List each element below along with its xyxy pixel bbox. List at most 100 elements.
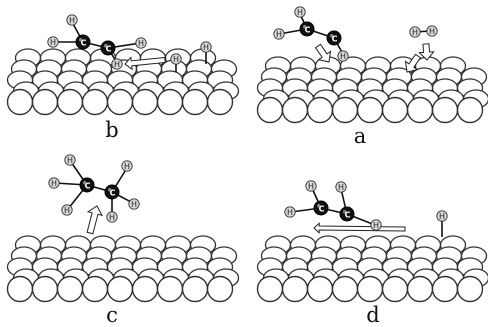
hydrogen-atom: H: [111, 58, 123, 70]
hydrogen-atom: H: [170, 53, 182, 65]
surface-atom: [156, 275, 184, 303]
panel-c: H H H H H H C C: [6, 154, 240, 303]
surface-atom: [31, 275, 59, 303]
hydrogen-symbol: H: [203, 43, 209, 52]
hydrogen-atom: H: [47, 36, 59, 48]
motion-arrow: [313, 222, 406, 235]
surface-atom: [456, 96, 484, 124]
surface-atom: [306, 96, 334, 124]
hydrogen-symbol: H: [439, 212, 445, 221]
surface-atom: [181, 88, 209, 116]
carbon-atom: C: [313, 200, 329, 216]
surface-atom: [356, 275, 384, 303]
hydrogen-atom: H: [273, 28, 285, 40]
hydrogen-symbol: H: [297, 8, 303, 17]
hydrogen-symbol: H: [338, 183, 344, 192]
motion-arrow: [418, 43, 435, 61]
carbon-symbol: C: [332, 35, 338, 44]
carbon-symbol: C: [85, 182, 91, 191]
surface-atom: [281, 275, 309, 303]
motion-arrow: [124, 56, 166, 71]
hydrogen-symbol: H: [276, 30, 282, 39]
metal-surface: [256, 56, 488, 124]
motion-arrow: [314, 43, 332, 63]
surface-atom: [81, 275, 109, 303]
hydrogen-atom: H: [128, 198, 140, 210]
hydrogen-symbol: H: [412, 28, 418, 37]
surface-atom: [206, 275, 234, 303]
surface-atom: [381, 96, 409, 124]
hydrogen-atom: H: [66, 14, 78, 26]
carbon-symbol: C: [106, 45, 112, 54]
hydrogen-symbol: H: [173, 55, 179, 64]
motion-arrow: [86, 205, 103, 235]
hydrogen-atom: H: [436, 210, 448, 222]
carbon-atom: C: [339, 206, 355, 222]
surface-atom: [131, 88, 159, 116]
metal-surface: [256, 235, 488, 303]
surface-atom: [131, 275, 159, 303]
hydrogen-atom: H: [135, 37, 147, 49]
surface-atom: [6, 88, 34, 116]
carbon-atom: C: [100, 40, 116, 56]
carbon-symbol: C: [305, 26, 311, 35]
hydrogen-symbol: H: [51, 179, 57, 188]
surface-atom: [456, 275, 484, 303]
panel-label-a: a: [353, 124, 367, 148]
surface-atom: [6, 275, 34, 303]
panel-label-d: d: [366, 303, 380, 327]
surface-atom: [306, 275, 334, 303]
surface-atom: [181, 275, 209, 303]
panel-label-c: c: [106, 303, 118, 327]
carbon-symbol: C: [110, 189, 116, 198]
hydrogen-atom: H: [61, 204, 73, 216]
surface-atom: [56, 275, 84, 303]
surface-atom: [256, 275, 284, 303]
surface-atom: [406, 275, 434, 303]
hydrogen-symbol: H: [124, 162, 130, 171]
carbon-atom: C: [299, 21, 315, 37]
hydrogen-atom: H: [305, 180, 317, 192]
hydrogen-atom: H: [294, 6, 306, 18]
hydrogen-symbol: H: [429, 27, 435, 36]
carbon-symbol: C: [319, 205, 325, 214]
metal-surface: [6, 235, 240, 303]
surface-atom: [281, 96, 309, 124]
hydrogen-symbol: H: [109, 213, 115, 222]
hydrogen-atom: H: [426, 25, 438, 37]
hydrogen-symbol: H: [131, 200, 137, 209]
hydrogen-symbol: H: [69, 16, 75, 25]
surface-atom: [356, 96, 384, 124]
hydrogen-atom: H: [335, 181, 347, 193]
motion-arrow: [404, 53, 422, 73]
hydrogen-symbol: H: [138, 39, 144, 48]
surface-atom: [56, 88, 84, 116]
surface-atom: [431, 96, 459, 124]
surface-atom: [106, 275, 134, 303]
surface-atom: [431, 275, 459, 303]
surface-atom: [331, 96, 359, 124]
surface-atom: [406, 96, 434, 124]
hydrogen-atom: H: [337, 50, 349, 62]
hydrogen-symbol: H: [50, 38, 56, 47]
hydrogen-symbol: H: [340, 52, 346, 61]
hydrogen-symbol: H: [308, 182, 314, 191]
surface-atom: [106, 88, 134, 116]
hydrogen-atom: H: [48, 177, 60, 189]
surface-atom: [156, 88, 184, 116]
hydrogen-atom: H: [121, 160, 133, 172]
hydrogen-atom: H: [200, 41, 212, 53]
metal-surface: [6, 48, 240, 116]
carbon-atom: C: [75, 34, 91, 50]
carbon-symbol: C: [81, 39, 87, 48]
hydrogen-atom: H: [370, 219, 382, 231]
surface-atom: [31, 88, 59, 116]
surface-atom: [381, 275, 409, 303]
hydrogen-atom: H: [106, 211, 118, 223]
carbon-atom: C: [79, 177, 95, 193]
hydrogen-atom: H: [64, 154, 76, 166]
hydrogen-symbol: H: [114, 60, 120, 69]
